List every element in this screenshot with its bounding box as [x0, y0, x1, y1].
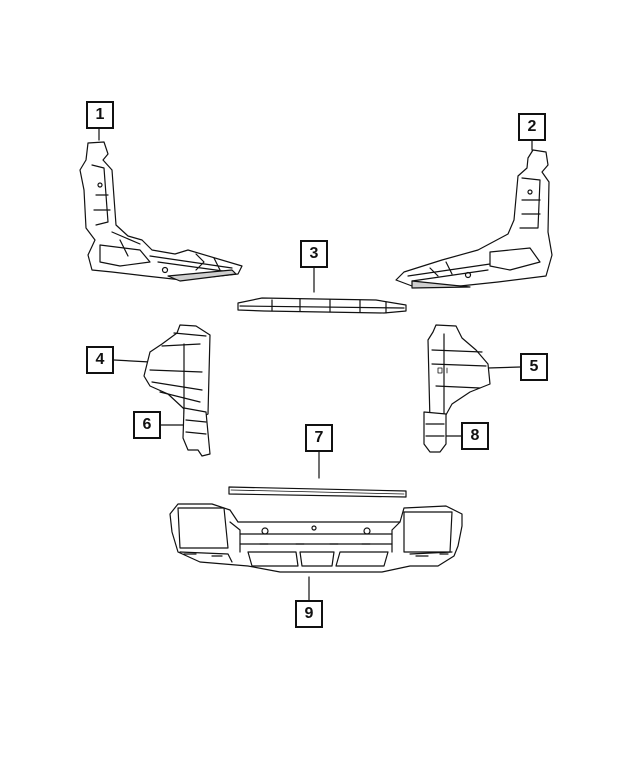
callout-7-label: 7: [314, 429, 324, 446]
part-3-upper-strip[interactable]: [237, 297, 407, 314]
part-8-right-lower-piece[interactable]: [423, 411, 447, 453]
callout-9-label: 9: [304, 605, 314, 622]
callout-8[interactable]: 8: [461, 422, 489, 450]
callout-5-label: 5: [529, 358, 539, 375]
part-7-lower-strip[interactable]: [228, 486, 407, 498]
callout-2[interactable]: 2: [518, 113, 546, 141]
part-5-right-air-deflector[interactable]: [427, 324, 491, 423]
callout-8-label: 8: [470, 427, 480, 444]
callout-9[interactable]: 9: [295, 600, 323, 628]
callout-4[interactable]: 4: [86, 346, 114, 374]
callout-1[interactable]: 1: [86, 101, 114, 129]
callout-3[interactable]: 3: [300, 240, 328, 268]
leader-lines: [98, 128, 533, 601]
part-9-belly-pan[interactable]: [169, 503, 463, 573]
part-2-right-upper-bracket[interactable]: [395, 149, 553, 289]
callout-6[interactable]: 6: [133, 411, 161, 439]
part-1-left-upper-bracket[interactable]: [79, 141, 243, 282]
callout-2-label: 2: [527, 118, 537, 135]
callout-4-label: 4: [95, 351, 105, 368]
callout-5[interactable]: 5: [520, 353, 548, 381]
callout-7[interactable]: 7: [305, 424, 333, 452]
part-4-left-air-deflector[interactable]: [143, 324, 211, 421]
callout-6-label: 6: [142, 416, 152, 433]
callout-1-label: 1: [95, 106, 105, 123]
callout-3-label: 3: [309, 245, 319, 262]
part-6-left-lower-piece[interactable]: [182, 407, 211, 457]
